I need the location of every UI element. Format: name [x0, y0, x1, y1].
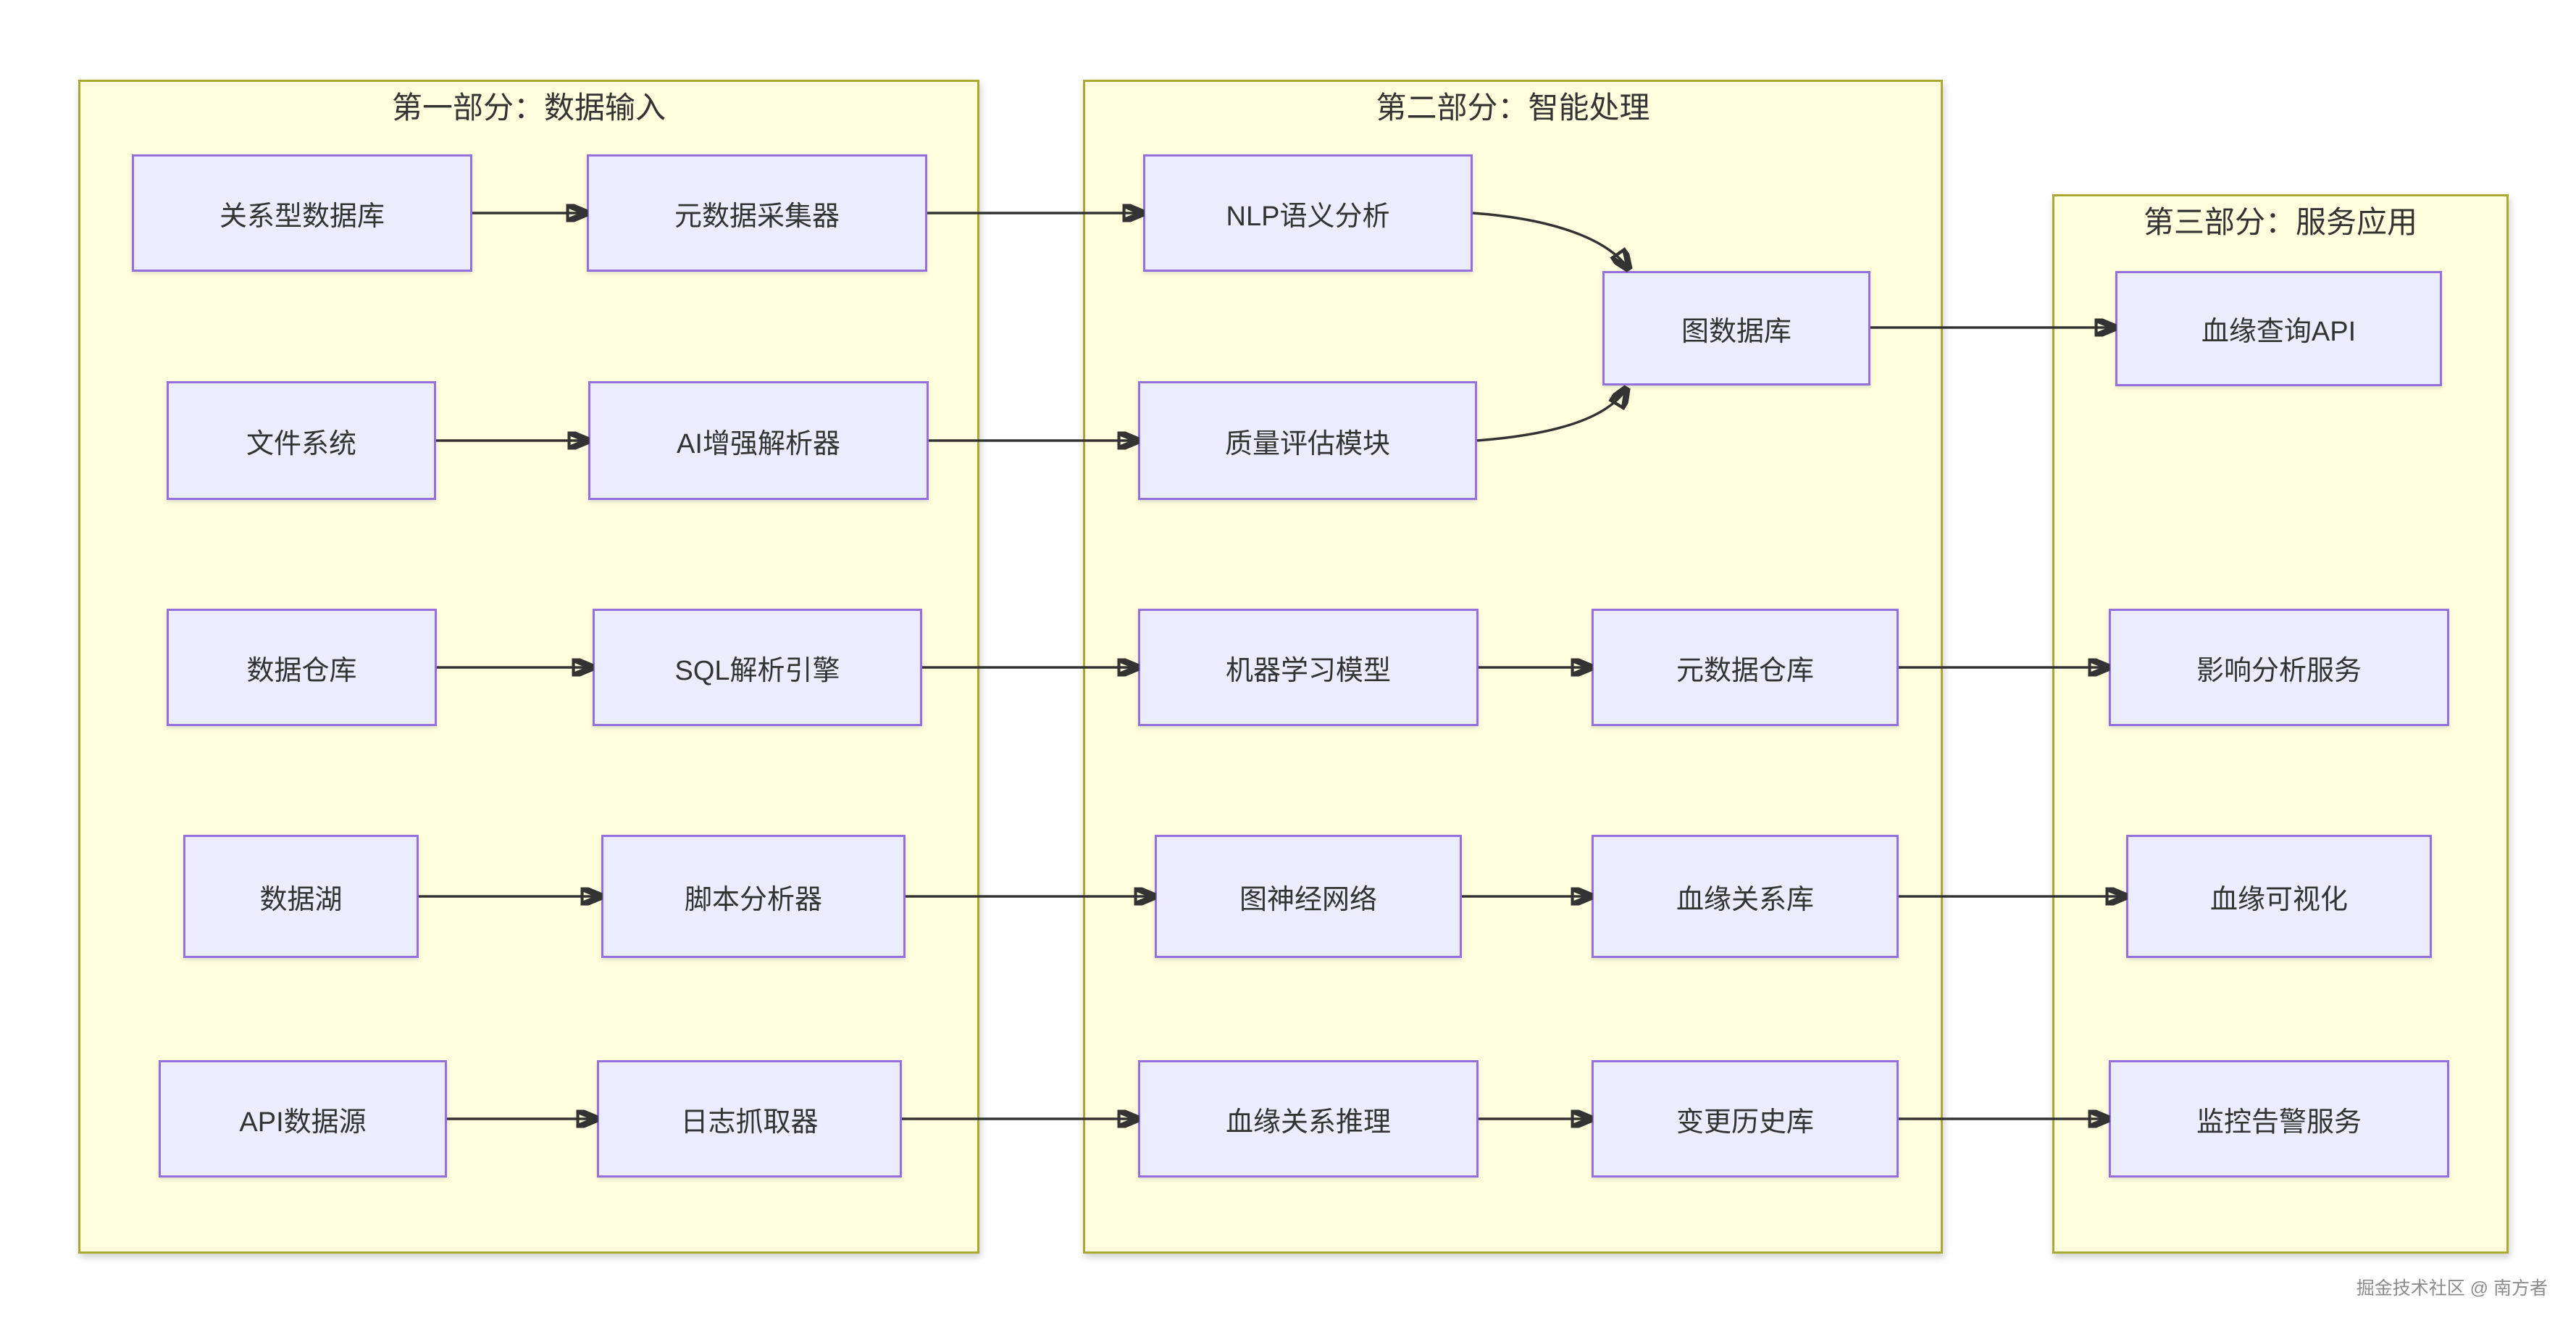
node-api-data-source: API数据源	[159, 1060, 447, 1178]
node-data-warehouse: 数据仓库	[167, 609, 437, 726]
node-quality-assessment-module: 质量评估模块	[1138, 381, 1477, 500]
node-sql-parsing-engine: SQL解析引擎	[593, 609, 922, 726]
node-script-analyzer: 脚本分析器	[601, 835, 906, 958]
section-title: 第二部分：智能处理	[1376, 91, 1650, 125]
node-ai-enhanced-parser: AI增强解析器	[588, 381, 929, 500]
node-data-lake: 数据湖	[183, 835, 419, 958]
node-graph-database: 图数据库	[1602, 271, 1870, 386]
node-machine-learning-model: 机器学习模型	[1138, 609, 1479, 726]
node-impact-analysis-service: 影响分析服务	[2109, 609, 2449, 726]
node-monitoring-alert-service: 监控告警服务	[2109, 1060, 2449, 1178]
section-title: 第三部分：服务应用	[2143, 205, 2417, 239]
node-relational-database: 关系型数据库	[132, 154, 472, 272]
node-change-history-store: 变更历史库	[1592, 1060, 1899, 1178]
watermark: 掘金技术社区 @ 南方者	[2356, 1278, 2548, 1299]
node-lineage-query-api: 血缘查询API	[2115, 271, 2442, 386]
node-log-crawler: 日志抓取器	[597, 1060, 902, 1178]
node-nlp-semantic-analysis: NLP语义分析	[1143, 154, 1473, 272]
node-metadata-collector: 元数据采集器	[587, 154, 927, 272]
section-title: 第一部分：数据输入	[391, 91, 666, 125]
node-graph-neural-network: 图神经网络	[1155, 835, 1462, 958]
node-lineage-inference: 血缘关系推理	[1138, 1060, 1479, 1178]
node-metadata-repository: 元数据仓库	[1592, 609, 1899, 726]
node-file-system: 文件系统	[167, 381, 436, 500]
node-lineage-relation-store: 血缘关系库	[1592, 835, 1899, 958]
node-lineage-visualization: 血缘可视化	[2126, 835, 2432, 958]
